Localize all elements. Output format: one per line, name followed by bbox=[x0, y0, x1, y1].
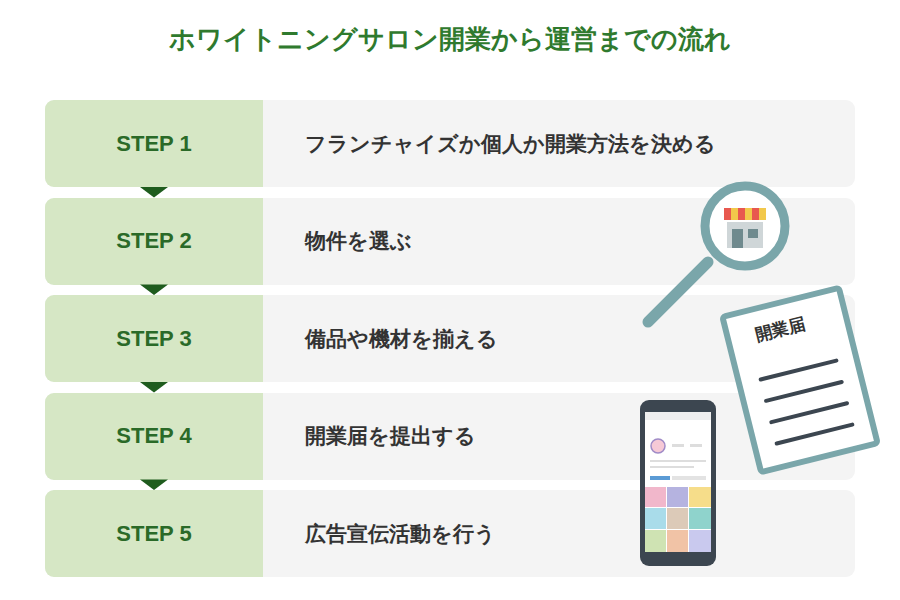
step-number: STEP 4 bbox=[116, 423, 191, 449]
step-arrow bbox=[140, 382, 168, 393]
step-description: 開業届を提出する bbox=[305, 422, 476, 450]
magnifier-icon bbox=[648, 186, 785, 322]
step-number: STEP 2 bbox=[116, 228, 191, 254]
step-arrow bbox=[140, 285, 168, 296]
step-row: STEP 5 広告宣伝活動を行う bbox=[45, 490, 855, 577]
step-description: 備品や機材を揃える bbox=[305, 325, 498, 353]
step-number: STEP 5 bbox=[116, 521, 191, 547]
step-description: 物件を選ぶ bbox=[305, 227, 412, 255]
document-icon bbox=[722, 288, 877, 472]
step-number: STEP 3 bbox=[116, 326, 191, 352]
step-description: 広告宣伝活動を行う bbox=[305, 520, 496, 548]
step-arrow bbox=[140, 187, 168, 198]
step-description: フランチャイズか個人か開業方法を決める bbox=[305, 130, 716, 158]
smartphone-icon bbox=[640, 400, 716, 566]
step-row: STEP 4 開業届を提出する bbox=[45, 393, 855, 480]
step-row: STEP 1 フランチャイズか個人か開業方法を決める bbox=[45, 100, 855, 187]
step-arrow bbox=[140, 480, 168, 491]
step-number: STEP 1 bbox=[116, 131, 191, 157]
diagram-title: ホワイトニングサロン開業から運営までの流れ bbox=[0, 22, 900, 57]
